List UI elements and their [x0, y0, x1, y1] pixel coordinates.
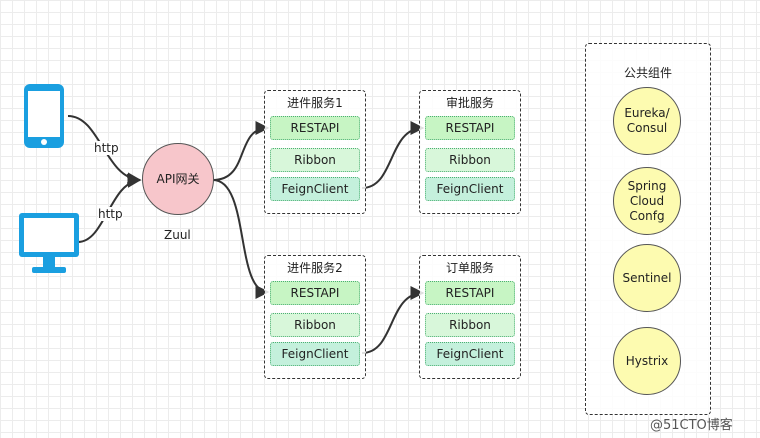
hystrix-node: Hystrix — [613, 327, 681, 395]
service-title: 进件服务2 — [287, 261, 343, 275]
common-title: 公共组件 — [623, 66, 672, 80]
feignclient-box: FeignClient — [425, 177, 515, 201]
ribbon-box: Ribbon — [270, 313, 360, 337]
common-components: 公共组件 Eureka/ Consul Spring Cloud Confg S… — [585, 43, 711, 415]
service-approval: 审批服务 RESTAPI Ribbon FeignClient — [419, 90, 521, 214]
restapi-box: RESTAPI — [425, 281, 515, 305]
sentinel-node: Sentinel — [613, 244, 681, 312]
service-title: 审批服务 — [445, 96, 494, 110]
restapi-box: RESTAPI — [270, 281, 360, 305]
service-title: 订单服务 — [445, 261, 494, 275]
service-progress1: 进件服务1 RESTAPI Ribbon FeignClient — [264, 90, 366, 214]
edge-progress2-order — [361, 286, 425, 354]
spring-cloud-config-node: Spring Cloud Confg — [613, 167, 681, 235]
gateway-label: API网关 — [156, 171, 200, 186]
watermark: @51CTO博客 — [650, 418, 733, 433]
api-gateway-node: API网关 — [142, 143, 214, 215]
monitor-icon — [19, 213, 79, 273]
service-order: 订单服务 RESTAPI Ribbon FeignClient — [419, 255, 521, 379]
edge-progress1-approval — [361, 121, 425, 189]
ribbon-box: Ribbon — [425, 148, 515, 172]
feignclient-box: FeignClient — [270, 342, 360, 366]
edge-gateway-progress2 — [212, 179, 270, 299]
feignclient-box: FeignClient — [270, 177, 360, 201]
ribbon-box: Ribbon — [270, 148, 360, 172]
restapi-box: RESTAPI — [270, 116, 360, 140]
edge-label-phone: http — [94, 141, 119, 155]
service-title: 进件服务1 — [287, 96, 343, 110]
service-progress2: 进件服务2 RESTAPI Ribbon FeignClient — [264, 255, 366, 379]
gateway-caption: Zuul — [164, 228, 191, 242]
edge-gateway-progress1 — [212, 121, 270, 181]
ribbon-box: Ribbon — [425, 313, 515, 337]
edge-label-monitor: http — [98, 207, 123, 221]
restapi-box: RESTAPI — [425, 116, 515, 140]
eureka-consul-node: Eureka/ Consul — [613, 87, 681, 155]
phone-icon — [24, 84, 64, 148]
feignclient-box: FeignClient — [425, 342, 515, 366]
